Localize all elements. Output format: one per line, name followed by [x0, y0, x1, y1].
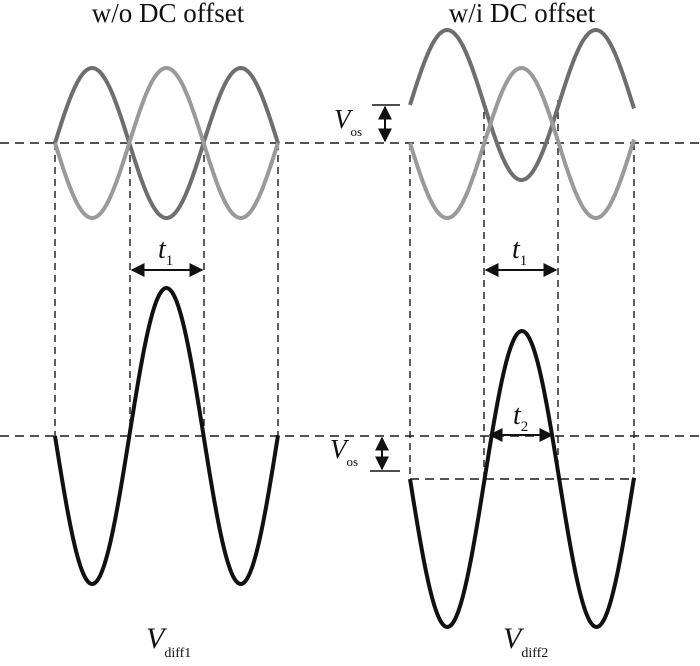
vos-top-label: Vos — [334, 104, 362, 139]
title-without-offset: w/o DC offset — [92, 0, 245, 28]
vdiff2-signal — [408, 329, 636, 630]
signal-b-right — [408, 65, 636, 220]
signal-b-left — [53, 66, 280, 221]
waveforms — [53, 28, 636, 630]
vdiff1-label: Vdiff1 — [146, 622, 191, 661]
signal-a-right — [408, 28, 636, 183]
t1-right-label: t1 — [512, 234, 527, 269]
signal-a-left — [53, 65, 280, 220]
t1-left-label: t1 — [158, 234, 173, 269]
t2-label: t2 — [513, 400, 528, 435]
vdiff2-label: Vdiff2 — [503, 622, 548, 661]
title-with-offset: w/i DC offset — [449, 0, 596, 28]
vdiff1-signal — [53, 286, 280, 587]
vos-bottom-label: Vos — [330, 434, 358, 469]
